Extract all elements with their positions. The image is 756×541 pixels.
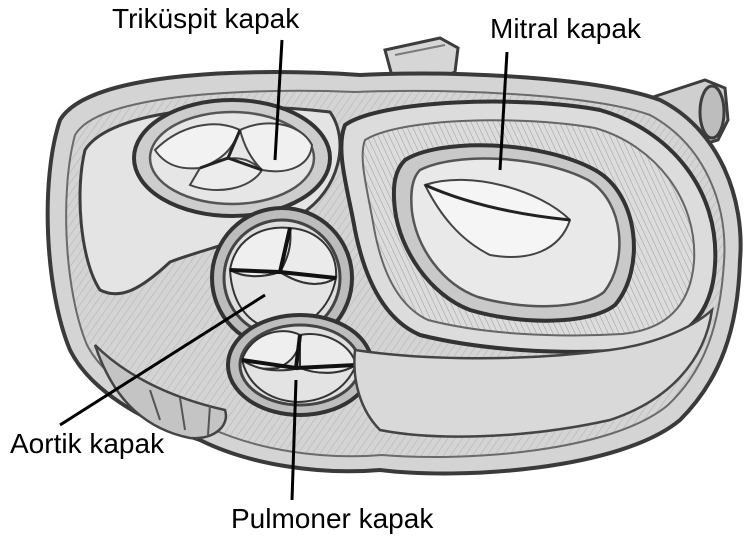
label-tricuspid-valve: Triküspit kapak xyxy=(112,5,299,33)
label-aortic-valve: Aortik kapak xyxy=(10,430,164,458)
label-mitral-valve: Mitral kapak xyxy=(490,15,641,43)
label-pulmonary-valve: Pulmoner kapak xyxy=(231,505,433,533)
tricuspid-valve xyxy=(134,100,330,216)
pulmonary-valve xyxy=(228,315,372,415)
